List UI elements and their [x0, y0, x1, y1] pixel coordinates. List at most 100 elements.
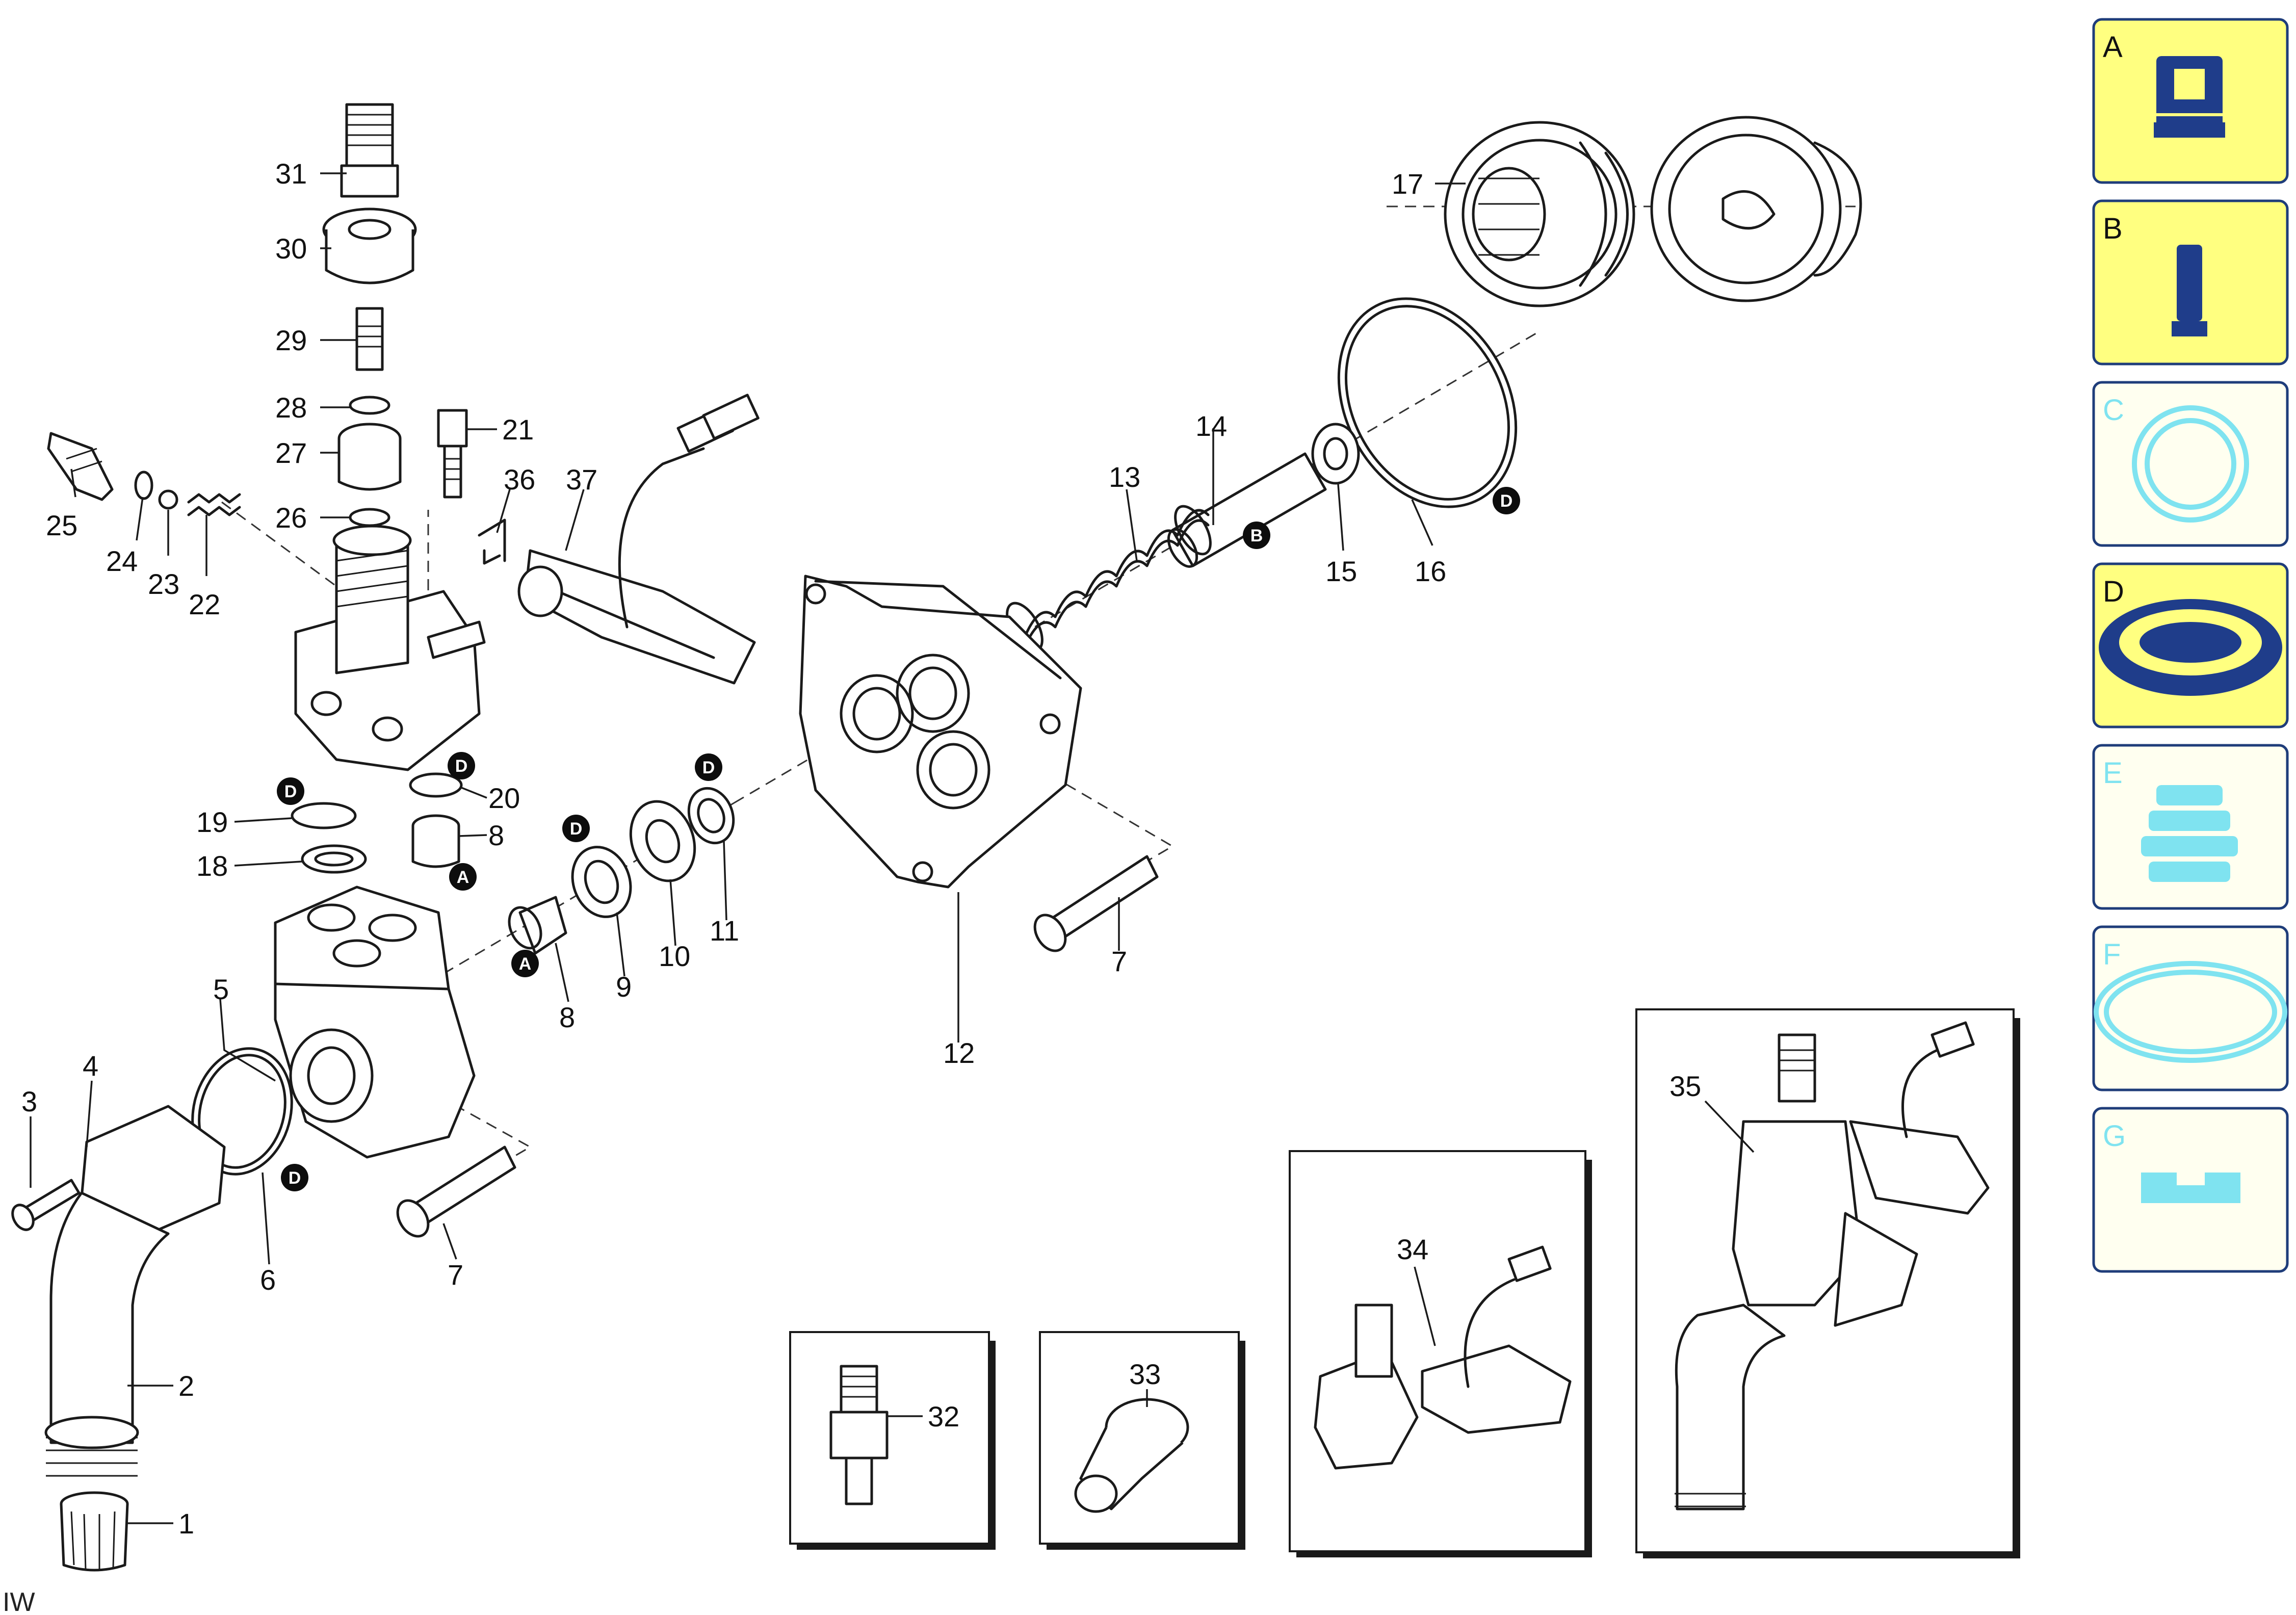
part-13-spring — [1006, 505, 1212, 653]
callout-9: 9 — [616, 971, 632, 1003]
part-26-o-ring — [349, 508, 390, 527]
part-19-o-ring — [291, 802, 357, 829]
part-17-valve-plate — [1444, 116, 1862, 307]
badge-d-20: D — [448, 752, 475, 779]
callout-7-upper: 7 — [1111, 945, 1127, 977]
part-6-o-ring — [191, 1047, 293, 1176]
callout-1: 1 — [178, 1507, 194, 1540]
part-30-union-nut — [322, 207, 417, 284]
badge-b: B — [1243, 522, 1270, 549]
callout-32: 32 — [928, 1400, 959, 1432]
callout-17: 17 — [1392, 168, 1423, 200]
badge-a-side: A — [511, 950, 539, 977]
svg-text:C: C — [2103, 394, 2124, 427]
legend-item-c: C — [2092, 381, 2289, 547]
svg-text:D: D — [2103, 575, 2124, 608]
callout-12: 12 — [943, 1037, 975, 1069]
corner-label: IW — [3, 1587, 35, 1615]
callout-20: 20 — [488, 782, 520, 814]
callout-6: 6 — [260, 1264, 276, 1296]
svg-text:A: A — [457, 868, 469, 887]
callout-8-top: 8 — [488, 819, 504, 851]
inset-33 — [1039, 1331, 1245, 1550]
badge-a-top: A — [449, 863, 477, 891]
legend-item-f: F — [2092, 925, 2289, 1091]
part-11-seal-ring — [687, 787, 735, 845]
callout-28: 28 — [275, 392, 307, 424]
callout-7-lower: 7 — [448, 1259, 463, 1291]
piston-icon — [2172, 245, 2207, 336]
flat-gasket-icon — [2132, 405, 2249, 523]
upper-valve-body — [294, 525, 486, 771]
part-21-screw — [437, 409, 468, 499]
part-7-screw-upper — [1033, 855, 1159, 952]
part-24-o-ring — [134, 471, 153, 500]
callout-27: 27 — [275, 437, 307, 469]
part-3-screw — [11, 1179, 81, 1231]
part-31-nipple — [340, 103, 399, 198]
svg-text:D: D — [284, 782, 297, 801]
legend-item-b: B — [2092, 199, 2289, 366]
svg-text:D: D — [570, 819, 583, 839]
inset-35 — [1635, 1008, 2020, 1558]
part-28-o-ring — [349, 396, 390, 415]
part-10-washer — [629, 800, 696, 882]
part-14-piston — [1167, 452, 1327, 568]
badge-d-16: D — [1493, 487, 1520, 514]
part-15-washer — [1311, 423, 1360, 485]
badge-d-11: D — [695, 753, 722, 781]
callout-4: 4 — [83, 1050, 98, 1082]
part-27-sleeve — [337, 423, 402, 491]
part-2-suction-pipe — [44, 1191, 170, 1477]
svg-text:D: D — [455, 757, 468, 776]
svg-text:B: B — [2103, 212, 2123, 245]
svg-text:D: D — [289, 1168, 301, 1188]
part-37-pressure-switch — [517, 394, 760, 685]
callout-5: 5 — [213, 973, 229, 1005]
part-20-o-ring — [409, 772, 463, 798]
part-7-screw-lower — [396, 1145, 516, 1238]
callout-36: 36 — [504, 463, 535, 496]
part-12-cylinder-head — [799, 575, 1082, 889]
callout-11: 11 — [710, 915, 739, 947]
svg-text:F: F — [2103, 938, 2121, 971]
callout-19: 19 — [196, 806, 228, 838]
svg-text:A: A — [519, 954, 532, 974]
badge-d-6: D — [281, 1164, 308, 1191]
callout-14: 14 — [1195, 410, 1227, 442]
svg-text:A: A — [2103, 31, 2123, 64]
callout-30: 30 — [275, 232, 307, 265]
callout-29: 29 — [275, 324, 307, 356]
leader-lines — [30, 172, 1755, 1524]
callout-25: 25 — [46, 509, 77, 541]
legend-item-g: G — [2092, 1107, 2289, 1273]
part-1-filter — [60, 1491, 129, 1572]
callout-23: 23 — [148, 568, 179, 600]
letter-badges: A A B D D D D D — [277, 487, 1520, 977]
valve-insert-icon — [2154, 56, 2225, 138]
callout-37: 37 — [566, 463, 597, 496]
part-25-nozzle — [47, 432, 114, 501]
legend-item-d: D — [2092, 562, 2289, 728]
badge-d-9: D — [562, 815, 590, 842]
part-18-seal-ring — [301, 844, 367, 874]
part-36-clip — [478, 518, 506, 565]
svg-text:B: B — [1250, 526, 1263, 545]
callout-13: 13 — [1109, 461, 1140, 493]
inset-32 — [789, 1331, 996, 1550]
part-8-valve-insert — [508, 896, 567, 955]
callout-26: 26 — [275, 502, 307, 534]
part-23-ball — [158, 489, 178, 510]
inset-34 — [1289, 1150, 1592, 1557]
svg-text:E: E — [2103, 757, 2123, 790]
pump-body — [274, 885, 476, 1159]
legend-item-e: E — [2092, 744, 2289, 910]
profile-seal-icon — [2141, 1173, 2240, 1203]
callout-24: 24 — [106, 545, 138, 577]
part-9-seal-ring — [571, 846, 632, 918]
callout-10: 10 — [659, 940, 690, 972]
callout-33: 33 — [1129, 1358, 1161, 1390]
callout-16: 16 — [1415, 555, 1446, 587]
svg-text:G: G — [2103, 1119, 2126, 1153]
